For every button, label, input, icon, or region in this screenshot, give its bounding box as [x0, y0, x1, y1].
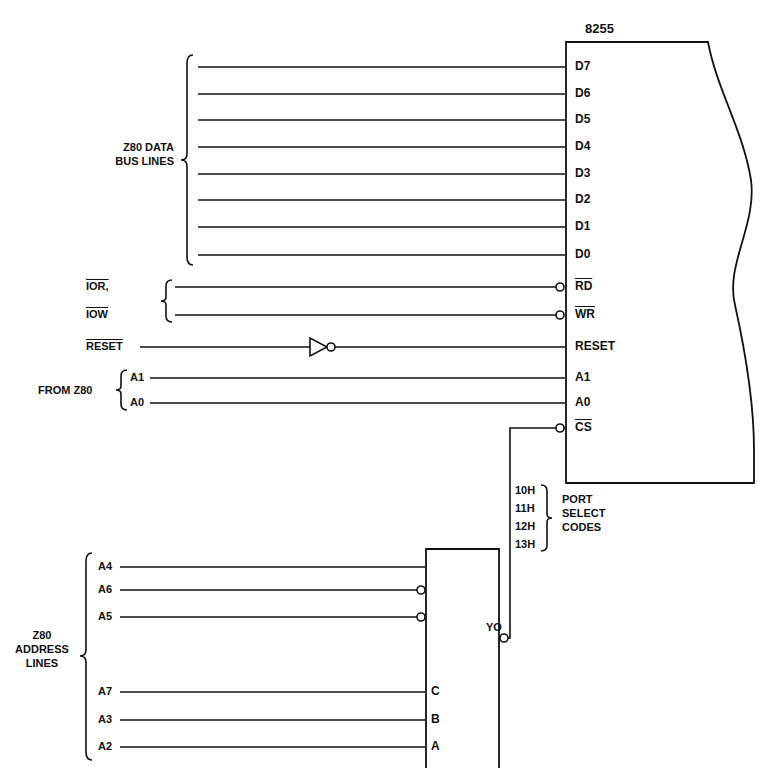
pin-name: CS: [575, 420, 592, 434]
outline-path: [566, 42, 754, 483]
signal-name: A3: [98, 712, 112, 726]
port-code: 10H: [515, 483, 535, 497]
reset-wire: [140, 346, 310, 348]
bus-name: Z80 DATA BUS LINES: [98, 140, 174, 168]
inversion-bubble: [556, 311, 564, 319]
signal-name: A7: [98, 684, 112, 698]
inversion-bubble: [556, 283, 564, 291]
pin-name: A0: [575, 395, 590, 409]
signal-name: IOR,: [86, 279, 109, 293]
pin-name: D4: [575, 139, 590, 153]
pin-name: D7: [575, 59, 590, 73]
pin-name: RESET: [575, 339, 615, 353]
bus-name: Z80 ADDRESS LINES: [8, 628, 76, 670]
select-wire: [500, 428, 565, 638]
a6-wire: [120, 589, 417, 591]
a7-wire: [120, 691, 425, 693]
chip-name: 8255: [585, 22, 614, 36]
note: PORT SELECT CODES: [562, 492, 622, 534]
signal-name: A4: [98, 559, 112, 573]
outline: [565, 20, 757, 487]
pin-name: D1: [575, 219, 590, 233]
iow-wire: [175, 314, 556, 316]
a4-wire: [120, 566, 425, 568]
port-code: 13H: [515, 537, 535, 551]
pin-name: B: [431, 712, 440, 726]
a3-wire: [120, 719, 425, 721]
pin-name: D3: [575, 166, 590, 180]
signal-name: A5: [98, 609, 112, 623]
decoder-chip: CBA: [425, 548, 500, 768]
port-code: 12H: [515, 519, 535, 533]
pin-name: D0: [575, 247, 590, 261]
output-name: YO: [486, 620, 502, 634]
signal-name: RESET: [86, 339, 123, 353]
brace: [116, 370, 127, 410]
port-code: 11H: [515, 501, 535, 515]
signal-name: IOW: [86, 307, 108, 321]
brace: [161, 280, 172, 322]
pin-name: WR: [575, 307, 595, 321]
ic-8255: 8255D7D6D5D4D3D2D1D0RD WR RESET A1A0CS: [565, 20, 757, 487]
a5-wire: [120, 616, 417, 618]
data-bus-wires: [198, 67, 565, 255]
pin-name: A1: [575, 370, 590, 384]
inversion-bubble: [327, 343, 335, 351]
pin-name: A: [431, 739, 440, 753]
pin-name: C: [431, 684, 440, 698]
brace: [80, 553, 92, 760]
brace: [541, 485, 552, 551]
signal-name: A1: [130, 370, 144, 384]
pin-name: D6: [575, 86, 590, 100]
inversion-bubble: [556, 424, 564, 432]
a0-wire: [150, 402, 565, 404]
pin-name: RD: [575, 279, 592, 293]
reset-wire: [335, 346, 565, 348]
brace: [181, 55, 193, 265]
pin-name: D2: [575, 192, 590, 206]
outline: [425, 548, 500, 768]
ior-wire: [175, 286, 556, 288]
pin-name: D5: [575, 112, 590, 126]
inversion-bubble: [500, 634, 508, 642]
signal-name: A2: [98, 739, 112, 753]
inversion-bubble: [417, 613, 425, 621]
inverter-symbol: [310, 338, 327, 356]
a1-wire: [150, 377, 565, 379]
signal-name: A0: [130, 395, 144, 409]
inversion-bubble: [417, 586, 425, 594]
note: FROM Z80: [38, 383, 92, 397]
signal-name: A6: [98, 582, 112, 596]
a2-wire: [120, 746, 425, 748]
outline-path: [426, 549, 499, 768]
